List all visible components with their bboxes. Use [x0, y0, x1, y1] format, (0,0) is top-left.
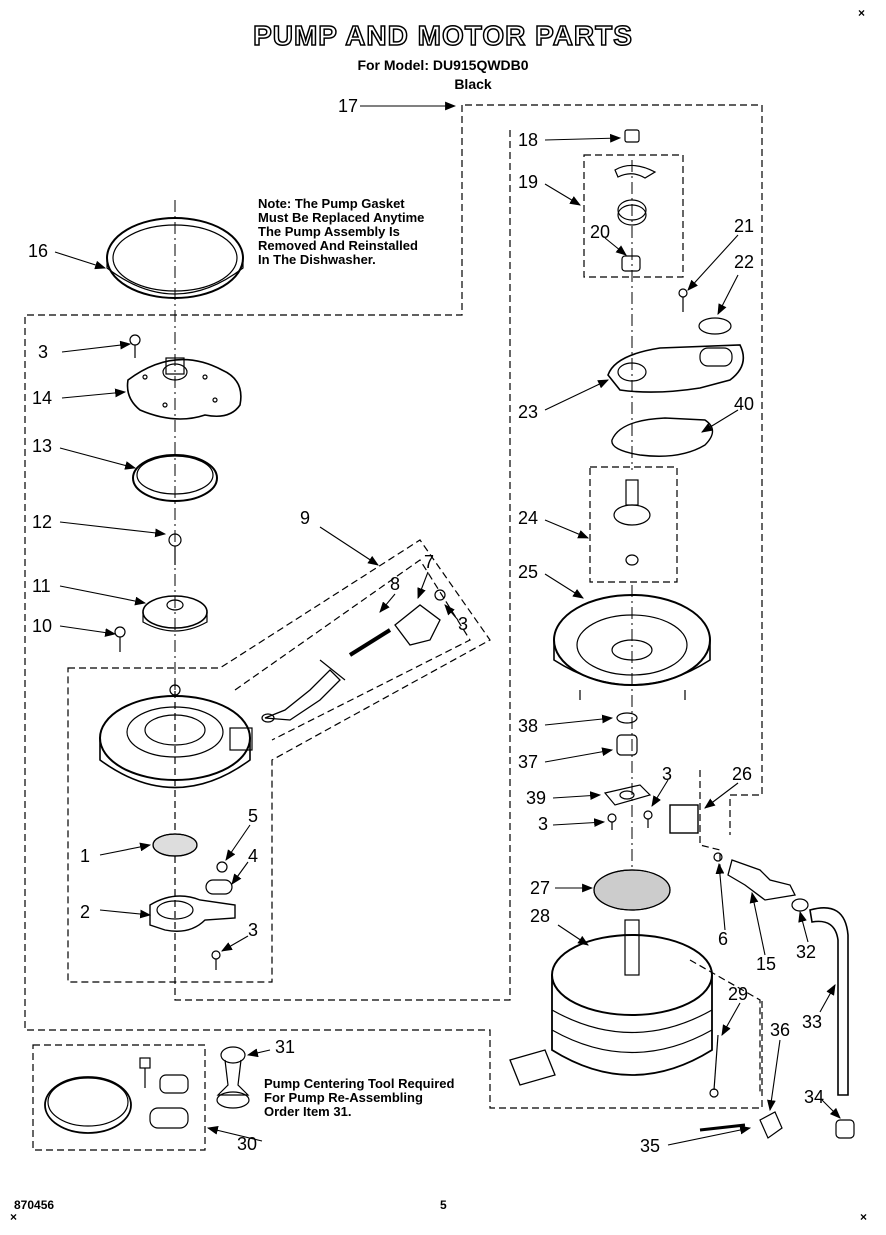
- part-31-centering-tool: [216, 1046, 250, 1109]
- callout-18: 18: [518, 130, 538, 150]
- part-22-gasket: [698, 317, 732, 335]
- part-11-impeller: [142, 595, 208, 632]
- part-10-screw: [114, 626, 126, 652]
- callout-36: 36: [770, 1020, 790, 1040]
- doc-number: 870456: [14, 1198, 55, 1212]
- part-1-filter-screen: [152, 833, 198, 857]
- part-26-switch: [669, 804, 699, 834]
- part-6-oring: [713, 852, 723, 862]
- callout-25: 25: [518, 562, 538, 582]
- callout-9: 9: [300, 508, 310, 528]
- part-33-drain-hose: [809, 907, 849, 1096]
- part-12-bolt: [168, 533, 182, 565]
- color-line: Black: [454, 76, 492, 92]
- callout-23: 23: [518, 402, 538, 422]
- part-24-agitator-shaft: [613, 479, 651, 566]
- part-4-oring: [205, 879, 233, 895]
- callout-6: 6: [718, 929, 728, 949]
- part-40-gasket: [611, 417, 714, 457]
- callout-11: 11: [32, 576, 51, 596]
- callout-31: 31: [275, 1037, 295, 1057]
- page-number: 5: [440, 1198, 447, 1212]
- callout-28: 28: [530, 906, 550, 926]
- part-5-ball: [216, 861, 228, 873]
- callout-2: 2: [80, 902, 90, 922]
- leader-arrows: [54, 101, 841, 1146]
- callout-3: 3: [458, 614, 468, 634]
- callout-32: 32: [796, 942, 816, 962]
- callout-16: 16: [28, 241, 48, 261]
- part-3-screws-right: [607, 810, 653, 830]
- callout-3: 3: [662, 764, 672, 784]
- tool-note: Pump Centering Tool Required For Pump Re…: [264, 1076, 455, 1119]
- callout-30: 30: [237, 1134, 257, 1154]
- callout-38: 38: [518, 716, 538, 736]
- corner-mark-icon: ×: [10, 1210, 18, 1224]
- callout-10: 10: [32, 616, 52, 636]
- callout-26: 26: [732, 764, 752, 784]
- part-34-end-cap: [835, 1119, 855, 1139]
- corner-mark-icon: ×: [858, 6, 866, 20]
- callout-3: 3: [38, 342, 48, 362]
- callout-37: 37: [518, 752, 538, 772]
- callout-8: 8: [390, 574, 400, 594]
- part-2-pump-base: [149, 895, 236, 932]
- callout-3: 3: [538, 814, 548, 834]
- part-9-valve-assembly: [261, 589, 446, 723]
- callout-20: 20: [590, 222, 610, 242]
- callout-22: 22: [734, 252, 754, 272]
- callout-39: 39: [526, 788, 546, 808]
- part-37-bearing: [616, 734, 638, 756]
- part-20-bushing: [621, 255, 641, 272]
- part-14-pump-cover: [126, 357, 242, 420]
- callout-34: 34: [804, 1087, 824, 1107]
- model-line: For Model: DU915QWDB0: [357, 57, 529, 73]
- callout-15: 15: [756, 954, 776, 974]
- callout-12: 12: [32, 512, 52, 532]
- part-16-pump-gasket: [106, 217, 244, 299]
- callout-29: 29: [728, 984, 748, 1004]
- assembly-frames: [24, 104, 763, 1151]
- callout-19: 19: [518, 172, 538, 192]
- part-39-bracket: [603, 784, 652, 806]
- part-3-screw-left: [129, 334, 141, 358]
- part-3-screw-bottom: [211, 950, 221, 970]
- callout-40: 40: [734, 394, 754, 414]
- part-21-screw: [678, 288, 688, 312]
- part-35-probe: [699, 1123, 746, 1132]
- part-13-seal-ring: [132, 454, 218, 502]
- axis-lines: [174, 160, 633, 900]
- callout-27: 27: [530, 878, 550, 898]
- callout-35: 35: [640, 1136, 660, 1156]
- corner-mark-icon: ×: [860, 1210, 868, 1224]
- callout-4: 4: [248, 846, 258, 866]
- callout-7: 7: [424, 552, 434, 572]
- gasket-note: Note: The Pump Gasket Must Be Replaced A…: [258, 196, 425, 267]
- part-27-disc: [593, 869, 671, 911]
- part-23-motor-mount-plate: [607, 344, 745, 393]
- callout-14: 14: [32, 388, 52, 408]
- callout-5: 5: [248, 806, 258, 826]
- part-38-oring: [616, 712, 638, 724]
- part-32-clamp: [791, 898, 809, 912]
- part-30-kit: [44, 1057, 189, 1134]
- pump-housing: [99, 684, 253, 789]
- part-15-check-valve: [727, 859, 796, 901]
- callout-21: 21: [734, 216, 754, 236]
- part-29-bolt: [709, 1034, 719, 1098]
- callout-17: 17: [338, 96, 358, 116]
- callout-33: 33: [802, 1012, 822, 1032]
- part-25-motor-housing: [553, 594, 711, 700]
- part-28-motor: [509, 919, 713, 1086]
- callout-24: 24: [518, 508, 538, 528]
- part-36-nut: [759, 1111, 783, 1139]
- callout-1: 1: [80, 846, 90, 866]
- callout-3: 3: [248, 920, 258, 940]
- part-19-spring: [614, 164, 657, 226]
- page-title: PUMP AND MOTOR PARTS: [252, 19, 633, 52]
- part-18-nut: [624, 129, 640, 143]
- callout-labels: 17 16 3 14 13 12 11 10 9 8 7 3 1 2 5 4 3…: [28, 96, 824, 1156]
- callout-13: 13: [32, 436, 52, 456]
